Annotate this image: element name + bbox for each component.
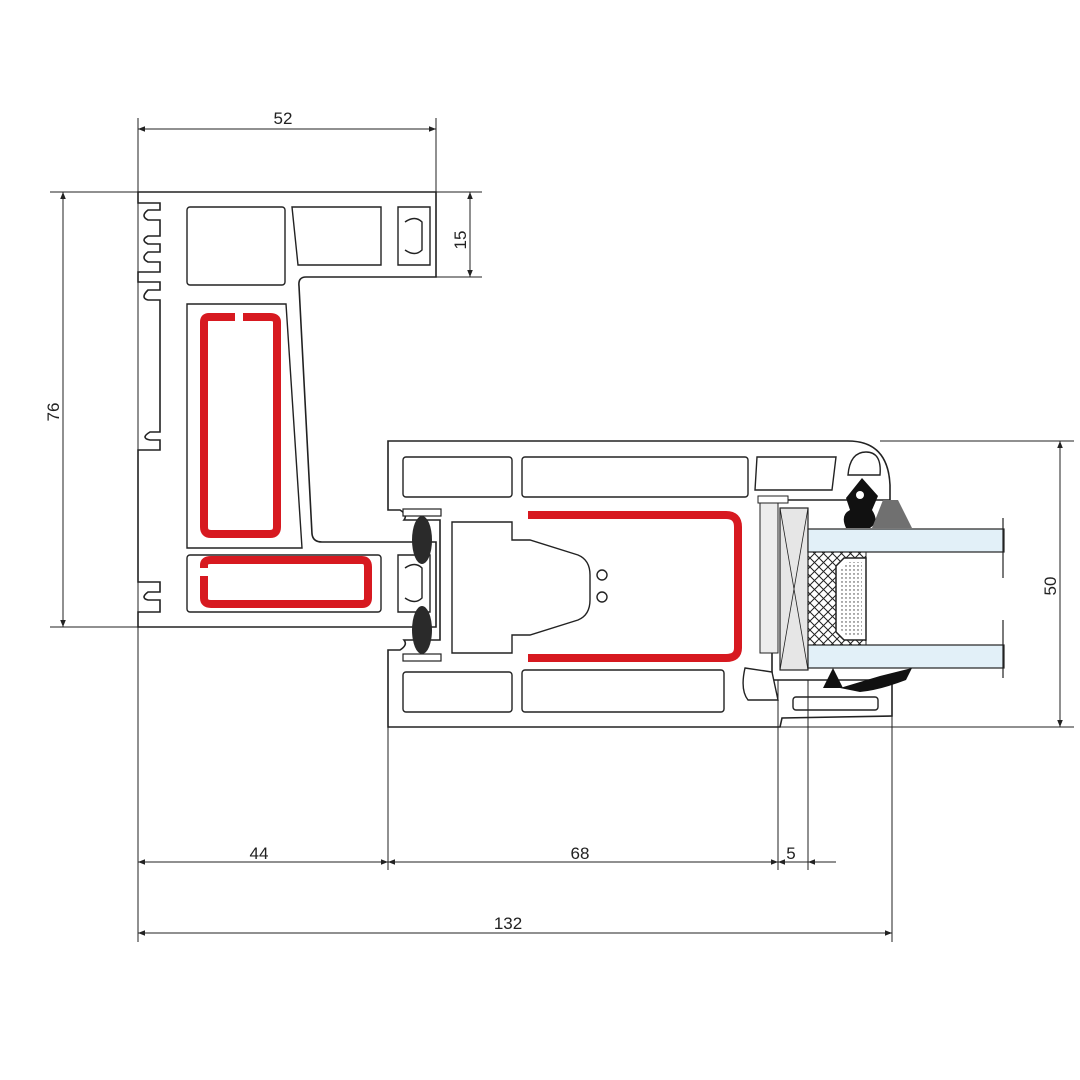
- gasket-holder: [402, 508, 442, 517]
- dimension-132: 132: [138, 914, 892, 936]
- glazing-seal-outer: [843, 478, 878, 528]
- sash-core-rib: [596, 591, 608, 603]
- setting-block-cross: [779, 507, 809, 671]
- packer-strip: [759, 502, 779, 654]
- brush-gasket-icon: [412, 606, 432, 654]
- extension-lines: [50, 118, 1074, 942]
- dimension-label: 132: [494, 914, 522, 933]
- frame-steel-reinforcement: [200, 313, 281, 538]
- dimension-44: 44: [138, 844, 388, 865]
- brush-gasket-icon: [412, 516, 432, 564]
- dimension-label: 68: [571, 844, 590, 863]
- dimension-label: 15: [451, 231, 470, 250]
- dimension-label: 5: [786, 844, 795, 863]
- dimension-68: 68: [388, 844, 778, 865]
- frame-clip: [404, 563, 423, 603]
- glass-pane-outer: [807, 528, 1005, 553]
- dimension-label: 44: [250, 844, 269, 863]
- frame-profile: [137, 191, 437, 628]
- gasket-holder: [402, 653, 442, 662]
- dimension-52: 52: [138, 109, 436, 132]
- gasket-seat: [847, 451, 881, 476]
- sash-chamber: [754, 456, 837, 491]
- frame-chamber: [186, 554, 382, 613]
- sash-steel-reinforcement: [528, 511, 742, 662]
- dimension-label: 50: [1041, 577, 1060, 596]
- glazing-seal-inner: [823, 668, 912, 692]
- sash-core-chamber: [451, 521, 591, 654]
- desiccant: [840, 562, 862, 636]
- dimension-50: 50: [1041, 441, 1063, 727]
- frame-chamber: [291, 206, 382, 266]
- dimension-label: 76: [44, 403, 63, 422]
- dimension-5: 5: [778, 844, 836, 865]
- bead-chamber: [792, 696, 879, 711]
- sash-chamber: [402, 456, 513, 498]
- glass-pane-inner: [807, 644, 1005, 669]
- frame-clip: [404, 217, 423, 255]
- dimension-label: 52: [274, 109, 293, 128]
- sash-profile: [387, 440, 893, 728]
- frame-chamber: [186, 206, 286, 286]
- dimension-15: 15: [451, 192, 473, 277]
- glazing-unit: [779, 478, 1005, 692]
- sash-chamber: [521, 669, 725, 713]
- packer-strip: [757, 495, 789, 504]
- frame-steel-reinforcement: [200, 556, 372, 608]
- sash-chamber: [521, 456, 749, 498]
- sash-chamber: [402, 671, 513, 713]
- bead-hook: [742, 667, 779, 701]
- sash-core-rib: [596, 569, 608, 581]
- glazing-seal-grey: [872, 500, 912, 528]
- dimension-76: 76: [44, 192, 66, 627]
